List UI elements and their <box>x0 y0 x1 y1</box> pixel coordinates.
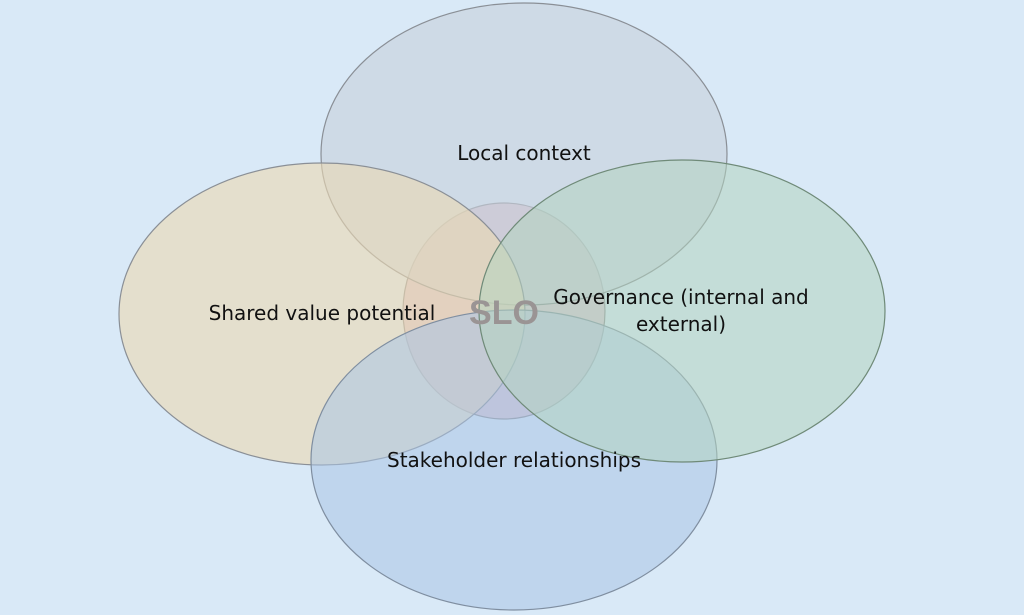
local-context-label: Local context <box>457 141 591 165</box>
stakeholder-relationships-label: Stakeholder relationships <box>387 448 641 472</box>
governance-circle <box>478 159 886 463</box>
shared-value-label: Shared value potential <box>209 301 436 325</box>
governance-label-line1: Governance (internal and <box>553 285 809 309</box>
slo-label: SLO <box>469 294 539 332</box>
governance-label-line2: external) <box>636 312 726 336</box>
